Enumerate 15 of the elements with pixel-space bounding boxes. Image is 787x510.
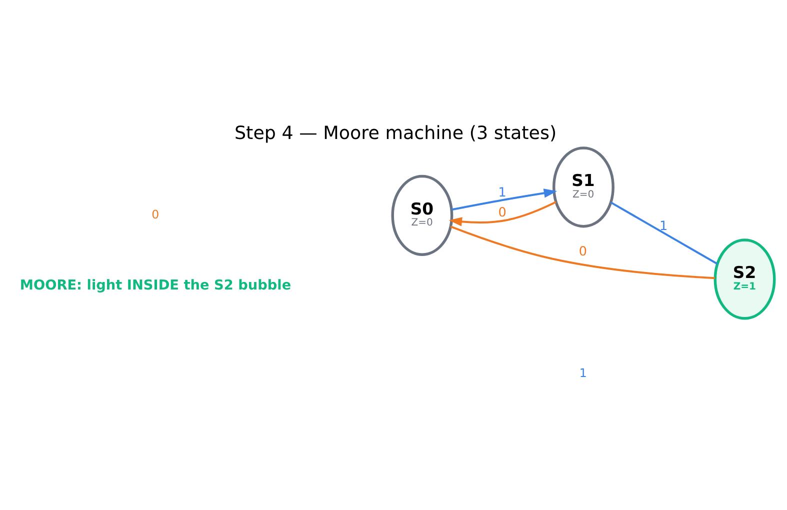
node-ellipse: S2 Z=1 — [714, 238, 776, 320]
edge-label: 1 — [660, 218, 668, 234]
arrow — [451, 188, 558, 210]
edge-label: 0 — [578, 244, 588, 260]
connector — [610, 201, 718, 264]
connector — [450, 225, 715, 279]
node-ellipse: S1 Z=0 — [552, 146, 614, 228]
diagram-title: Step 4 — Moore machine (3 states) — [234, 122, 557, 144]
arrow — [448, 200, 556, 226]
edge-label: 1 — [498, 184, 506, 200]
node-ellipse: S0 Z=0 — [391, 174, 454, 256]
label: MOORE: light INSIDE the S2 bubble — [20, 277, 292, 294]
edge-label: 0 — [498, 205, 506, 220]
label: 1 — [579, 366, 587, 380]
label: 0 — [152, 207, 160, 222]
